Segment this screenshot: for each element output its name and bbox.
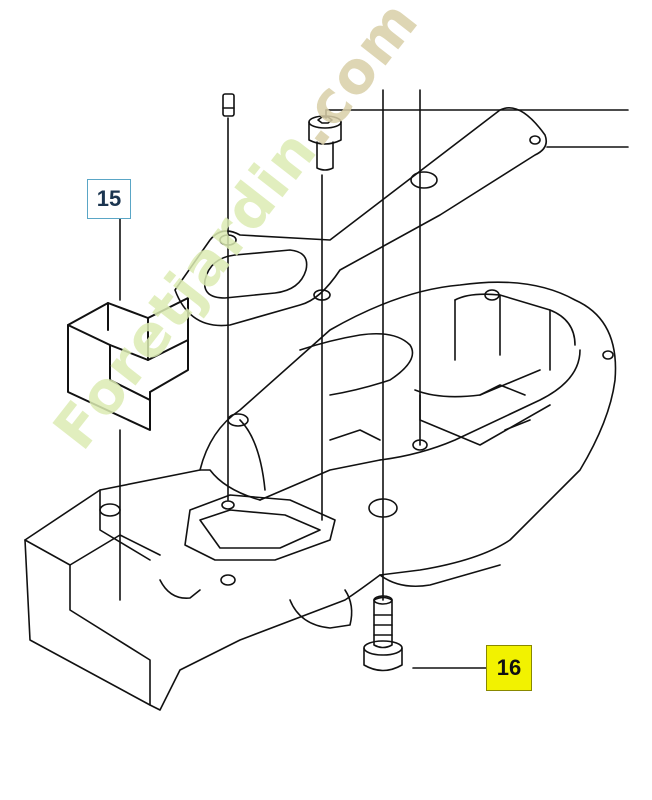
gasket-plate: [174, 107, 548, 327]
u-block-part: [67, 297, 189, 431]
main-housing: [24, 281, 617, 711]
leader-lines: [119, 89, 629, 669]
socket-head-bolt: [308, 115, 342, 171]
callout-label-15: 15: [87, 179, 131, 219]
bottom-bolt-part: [363, 595, 403, 672]
callout-label-16: 16: [486, 645, 532, 691]
top-pin: [222, 93, 235, 117]
